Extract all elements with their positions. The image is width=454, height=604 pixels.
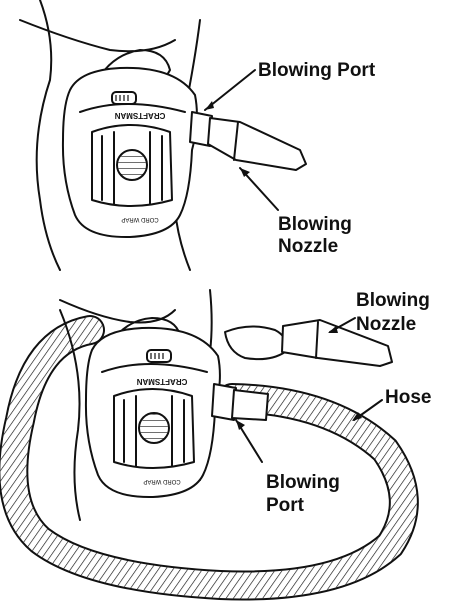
figure-top: CRAFTSMAN CORD WRAP Blowing Port Blowing… <box>20 0 376 270</box>
cord-wrap-label-top: CORD WRAP <box>121 216 158 222</box>
callout-blowing-nozzle-bottom-line2: Nozzle <box>356 314 416 335</box>
blowing-nozzle-top <box>208 118 306 170</box>
callout-blowing-port-top: Blowing Port <box>258 60 376 81</box>
callout-blowing-nozzle-top-line1: Blowing <box>278 214 352 235</box>
callout-blowing-nozzle-top-line2: Nozzle <box>278 236 338 257</box>
hose-cuff <box>232 390 268 420</box>
brand-label-top: CRAFTSMAN <box>114 111 165 120</box>
figure-bottom: CRAFTSMAN CORD WRAP Blowing Nozzle Hose … <box>13 290 431 586</box>
callout-blowing-port-bottom-line2: Port <box>266 495 305 516</box>
callout-blowing-nozzle-bottom-line1: Blowing <box>356 290 430 311</box>
hand-holding-hose <box>225 326 286 359</box>
cord-wrap-label-bottom: CORD WRAP <box>143 478 180 484</box>
callout-hose: Hose <box>385 387 431 408</box>
brand-label-bottom: CRAFTSMAN <box>136 377 187 386</box>
callout-blowing-port-bottom-line1: Blowing <box>266 472 340 493</box>
